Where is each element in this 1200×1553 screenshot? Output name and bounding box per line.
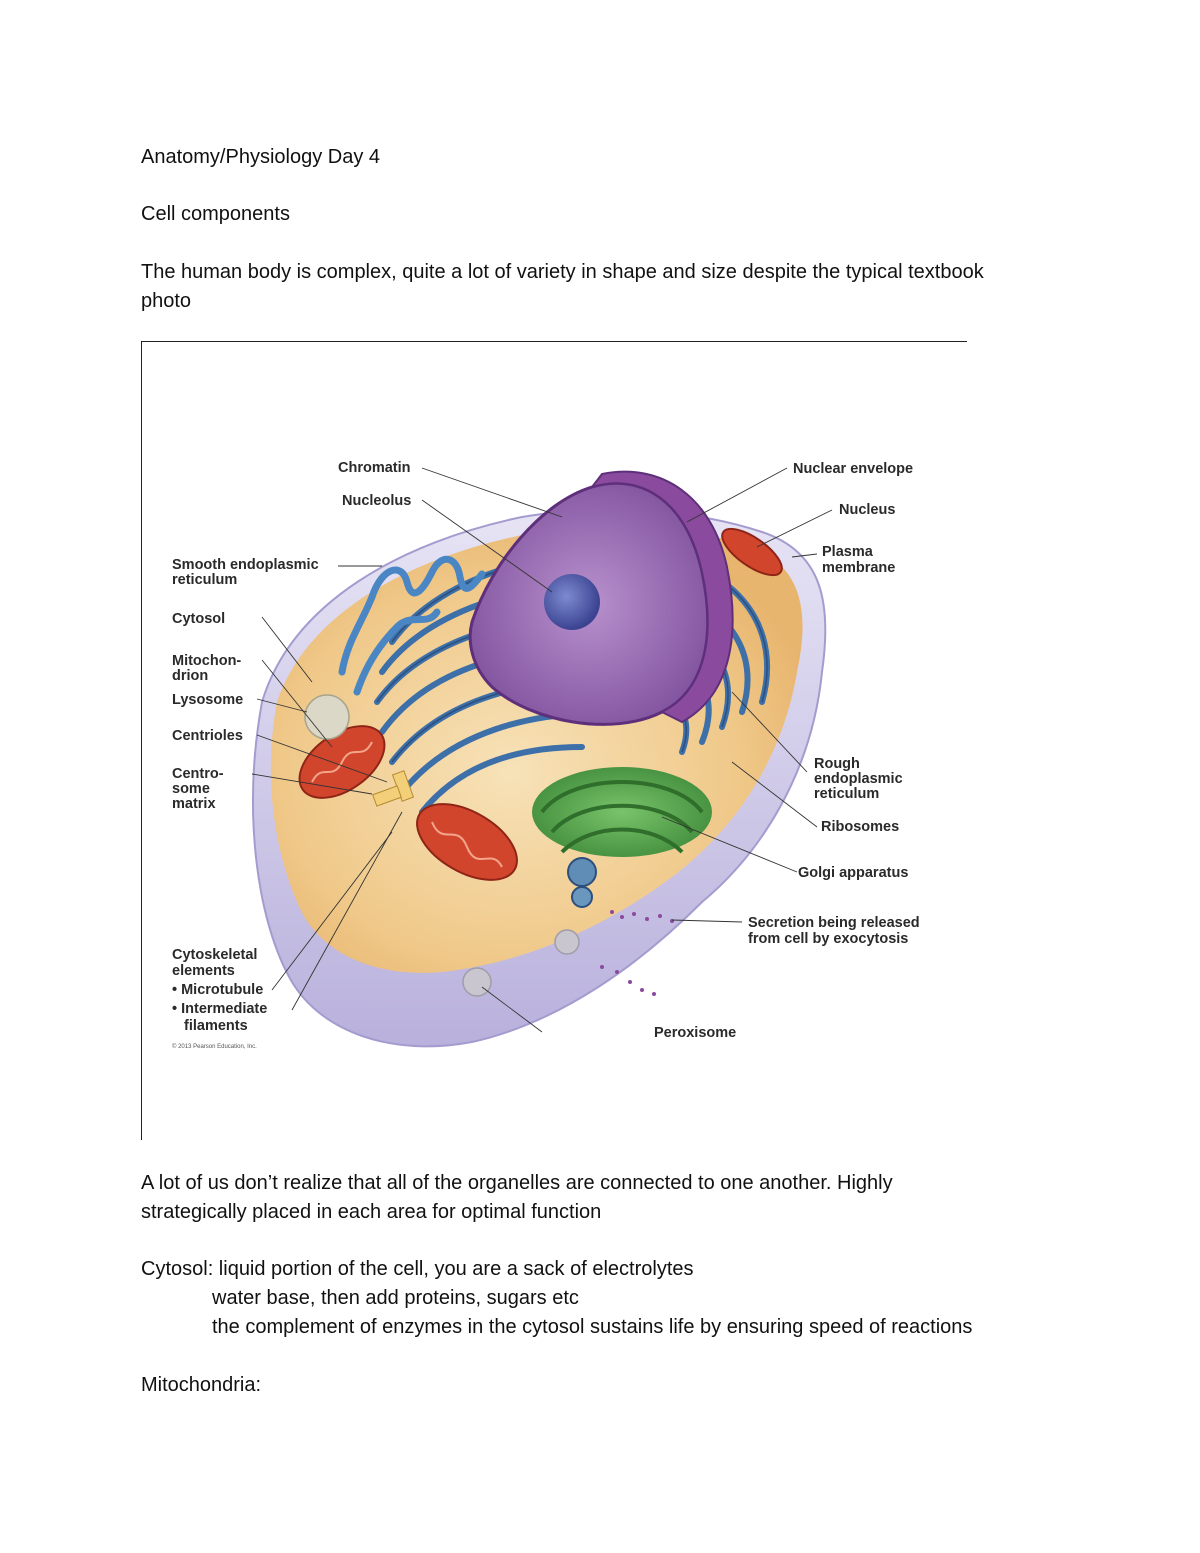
label-centrioles: Centrioles bbox=[172, 728, 243, 744]
label-peroxisome: Peroxisome bbox=[654, 1025, 736, 1041]
label-mitochondrion-1: Mitochon- bbox=[172, 653, 241, 669]
label-secretion-2: from cell by exocytosis bbox=[748, 931, 908, 947]
smooth-er-shape bbox=[338, 556, 486, 696]
label-mitochondrion-2: drion bbox=[172, 668, 208, 684]
peroxisome-shape bbox=[462, 967, 492, 997]
mitochondrion-shape bbox=[298, 527, 783, 881]
label-plasma-membrane-2: membrane bbox=[822, 560, 895, 576]
label-secretion-1: Secretion being released bbox=[748, 915, 920, 931]
label-centrosome-2: some bbox=[172, 781, 210, 797]
label-lysosome: Lysosome bbox=[172, 692, 243, 708]
label-intermediate-2: filaments bbox=[184, 1018, 248, 1034]
page-title: Anatomy/Physiology Day 4 bbox=[141, 146, 381, 168]
intro-text-line-2: photo bbox=[141, 290, 192, 312]
label-intermediate-1: • Intermediate bbox=[172, 1001, 267, 1017]
label-microtubule: • Microtubule bbox=[172, 982, 263, 998]
intro-text-line-1: The human body is complex, quite a lot o… bbox=[141, 261, 984, 283]
label-cytoskeletal-2: elements bbox=[172, 963, 235, 979]
label-cytosol: Cytosol bbox=[172, 611, 225, 627]
label-rough-er-3: reticulum bbox=[814, 786, 879, 802]
mitochondria-heading: Mitochondria: bbox=[141, 1374, 262, 1396]
centriole-shape bbox=[372, 770, 415, 807]
label-nucleolus: Nucleolus bbox=[342, 493, 411, 509]
secretion-dots bbox=[600, 910, 674, 996]
label-rough-er-2: endoplasmic bbox=[814, 771, 903, 787]
paragraph-line-2: strategically placed in each area for op… bbox=[141, 1201, 602, 1223]
label-centrosome-3: matrix bbox=[172, 796, 216, 812]
cell-diagram-figure: Chromatin Nucleolus Nuclear envelope Nuc… bbox=[141, 341, 967, 1140]
label-nucleus: Nucleus bbox=[839, 502, 895, 518]
label-golgi: Golgi apparatus bbox=[798, 865, 908, 881]
cytosol-definition: Cytosol: liquid portion of the cell, you… bbox=[141, 1258, 694, 1280]
label-rough-er-1: Rough bbox=[814, 756, 860, 772]
label-chromatin: Chromatin bbox=[338, 460, 411, 476]
nucleolus-shape bbox=[544, 574, 600, 630]
paragraph-line-1: A lot of us don’t realize that all of th… bbox=[141, 1172, 893, 1194]
cell-diagram: Chromatin Nucleolus Nuclear envelope Nuc… bbox=[172, 460, 920, 1050]
label-nuclear-envelope: Nuclear envelope bbox=[793, 461, 913, 477]
label-centrosome-1: Centro- bbox=[172, 766, 224, 782]
cytosol-detail-2: the complement of enzymes in the cytosol… bbox=[212, 1316, 973, 1338]
label-ribosomes: Ribosomes bbox=[821, 819, 899, 835]
figure-copyright: © 2013 Pearson Education, Inc. bbox=[172, 1043, 257, 1050]
label-leaders bbox=[251, 467, 833, 1033]
label-cytoskeletal-1: Cytoskeletal bbox=[172, 947, 257, 963]
cytosol-detail-1: water base, then add proteins, sugars et… bbox=[212, 1287, 579, 1309]
label-smooth-er-1: Smooth endoplasmic bbox=[172, 557, 319, 573]
vesicle-shape bbox=[554, 929, 580, 955]
nuclear-envelope-shape bbox=[589, 470, 734, 724]
lysosome-shape bbox=[304, 694, 350, 740]
label-plasma-membrane-1: Plasma bbox=[822, 544, 874, 560]
section-heading: Cell components bbox=[141, 203, 290, 225]
golgi-shape bbox=[532, 767, 712, 908]
label-smooth-er-2: reticulum bbox=[172, 572, 237, 588]
